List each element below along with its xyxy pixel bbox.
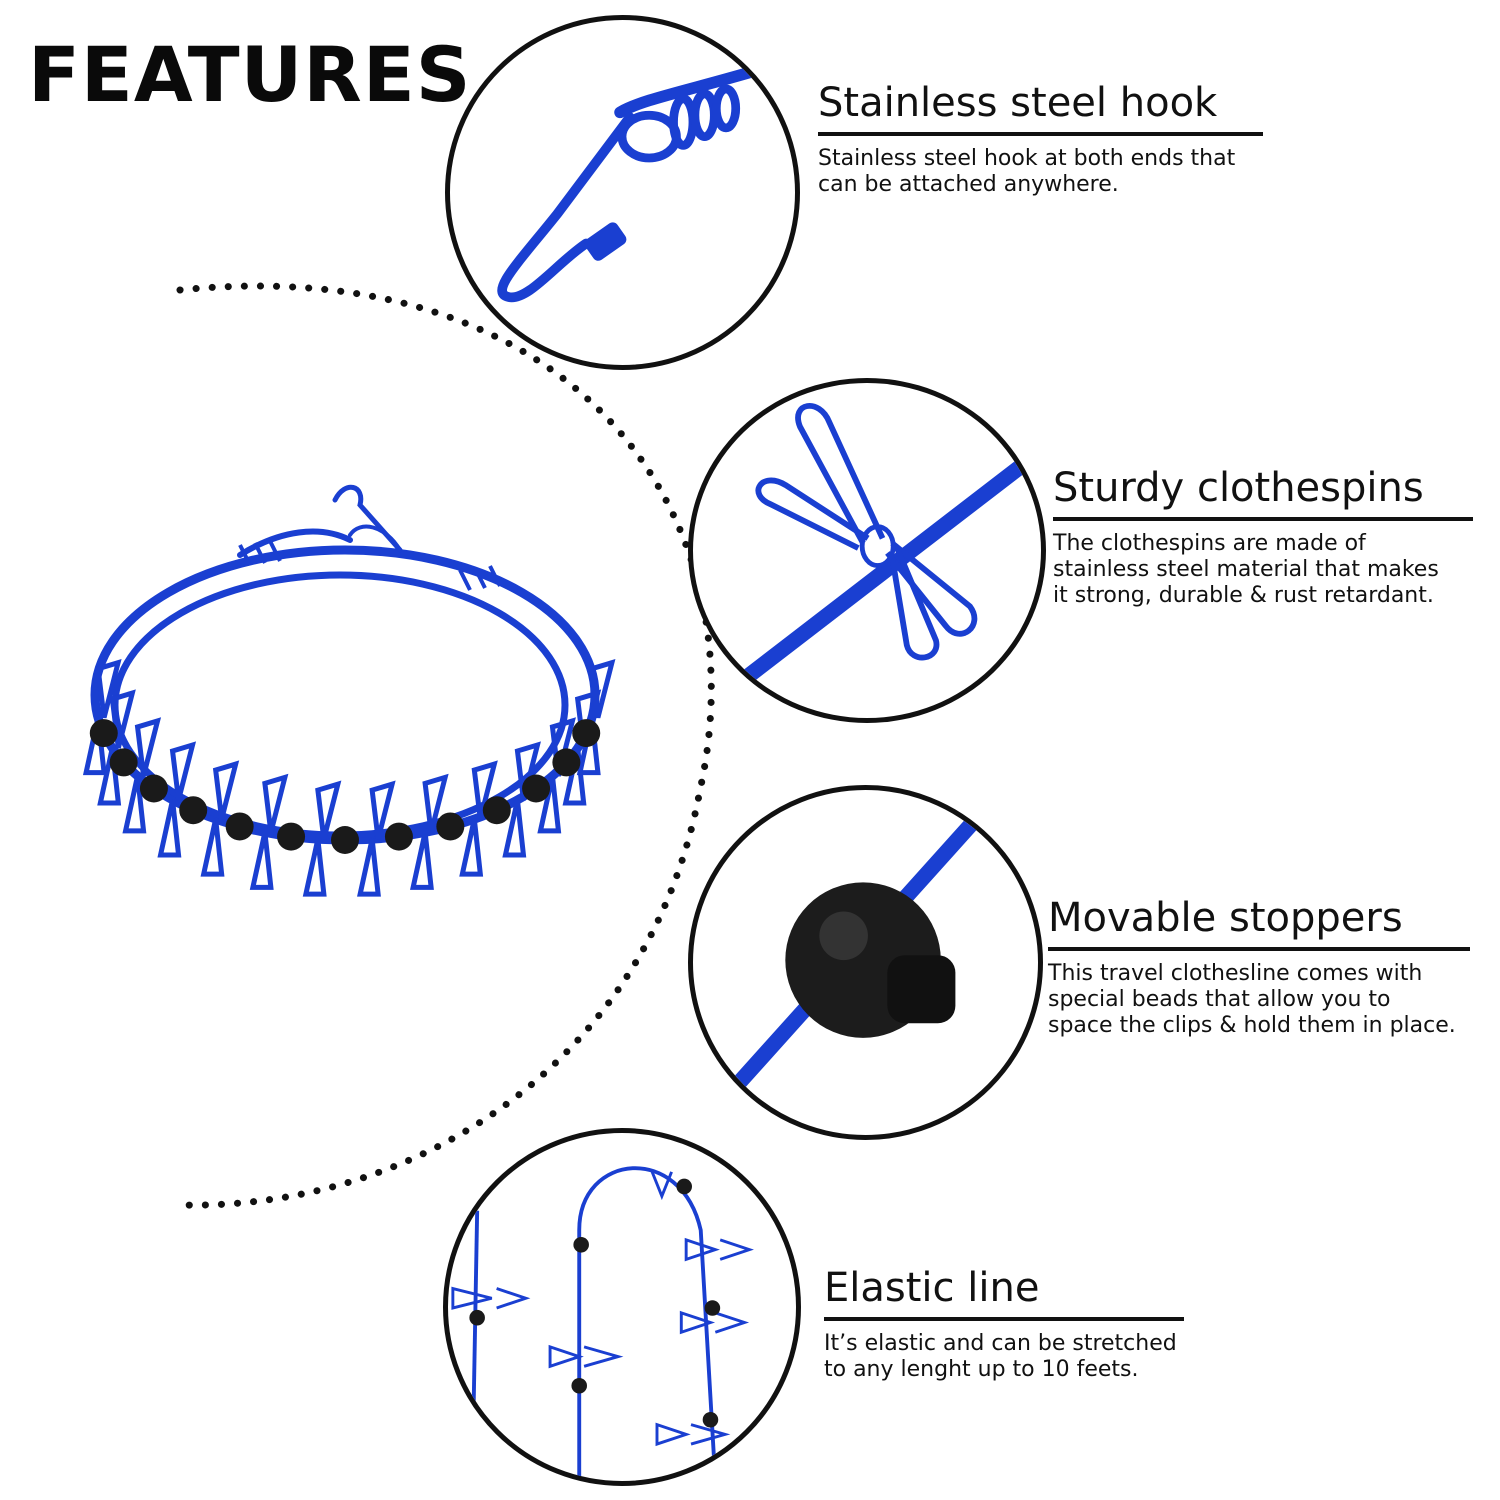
stopper-bead [331, 826, 359, 854]
clothespin [502, 741, 541, 858]
stopper-bead [225, 812, 254, 841]
stopper-bead [522, 774, 551, 803]
feature-title: Elastic line [824, 1265, 1184, 1321]
clothespin [200, 760, 240, 877]
stopper-bead [139, 774, 168, 803]
stopper-bead [572, 719, 601, 748]
stopper-bead [482, 796, 511, 825]
feature-description: This travel clothesline comes with speci… [1048, 961, 1456, 1038]
clothespin-icon [704, 403, 1041, 712]
feature-title: Stainless steel hook [818, 80, 1263, 136]
elastic-line-icon [451, 1166, 754, 1481]
stopper-bead [89, 719, 118, 748]
elastic-line-detail-image [443, 1128, 801, 1486]
hook-detail-image [445, 15, 800, 370]
stopper-bead [552, 748, 581, 777]
hook-icon [497, 53, 795, 303]
stopper-bead [277, 822, 306, 851]
page-title: FEATURES [28, 30, 472, 119]
clothespin [459, 760, 498, 877]
clothespin [357, 780, 396, 897]
stopper-bead [179, 796, 208, 825]
stopper-bead [384, 822, 413, 851]
feature-description: Stainless steel hook at both ends that c… [818, 146, 1236, 197]
feature-elastic-line: Elastic line It’s elastic and can be str… [824, 1265, 1184, 1383]
clothespin [157, 741, 197, 858]
feature-stoppers: Movable stoppers This travel clothesline… [1048, 895, 1470, 1039]
feature-clothespins: Sturdy clothespins The clothespins are m… [1053, 465, 1473, 609]
feature-title: Sturdy clothespins [1053, 465, 1473, 521]
clothesline-product-image [82, 485, 616, 897]
clothespin [122, 717, 162, 834]
clothespin-detail-image [688, 378, 1046, 723]
stopper-bead [436, 812, 465, 841]
clothespin [97, 689, 136, 806]
clothespin [249, 773, 289, 890]
feature-hook: Stainless steel hook Stainless steel hoo… [818, 80, 1263, 198]
stopper-detail-image [688, 785, 1043, 1140]
stopper-bead [109, 748, 138, 777]
clothespin [410, 773, 449, 890]
feature-description: It’s elastic and can be stretched to any… [824, 1331, 1177, 1382]
stopper-icon [719, 801, 993, 1104]
feature-description: The clothespins are made of stainless st… [1053, 531, 1439, 608]
feature-title: Movable stoppers [1048, 895, 1470, 951]
clothespin [302, 780, 342, 897]
